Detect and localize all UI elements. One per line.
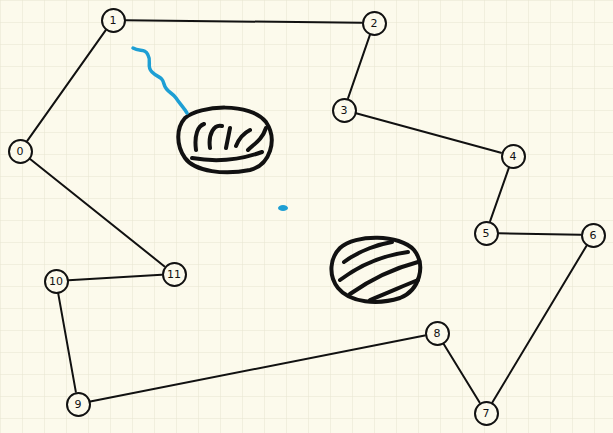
numbered-node-circle: 7 (474, 401, 499, 426)
path-connector (125, 20, 361, 23)
numbered-node-circle: 1 (101, 8, 126, 33)
obstacle-blob (178, 108, 271, 173)
path-connector (27, 30, 106, 141)
connector-line (58, 293, 76, 391)
connector-line (492, 246, 586, 403)
obstacle-blob (331, 238, 420, 302)
numbered-node-circle: 0 (8, 139, 33, 164)
blue-dot (278, 205, 288, 211)
connector-line (30, 159, 164, 266)
node-number: 1 (110, 15, 117, 26)
node-number: 5 (483, 228, 490, 239)
numbered-node-circle: 9 (66, 392, 91, 417)
numbered-node-circle: 8 (425, 321, 450, 346)
path-connector (444, 344, 480, 403)
numbered-node-circle: 11 (162, 262, 187, 287)
blue-squiggle (133, 48, 187, 113)
connector-line (27, 30, 106, 141)
path-connector (68, 275, 161, 281)
numbered-node-circle: 4 (501, 144, 526, 169)
path-connector (356, 113, 501, 152)
path-connector (490, 168, 509, 221)
node-number: 2 (371, 18, 378, 29)
path-connector (498, 233, 580, 235)
connector-line (348, 35, 370, 98)
numbered-node-circle: 5 (474, 221, 499, 246)
path-connector (90, 335, 424, 401)
node-number: 11 (167, 269, 181, 280)
connector-line (125, 20, 361, 23)
node-number: 3 (341, 105, 348, 116)
connector-line (90, 335, 424, 401)
path-connector (348, 35, 370, 98)
numbered-node-circle: 2 (362, 11, 387, 36)
numbered-node-circle: 6 (581, 223, 606, 248)
connector-line (444, 344, 480, 403)
path-connector (30, 159, 164, 266)
node-number: 7 (483, 408, 490, 419)
connector-line (490, 168, 509, 221)
node-number: 10 (49, 276, 63, 287)
numbered-node-circle: 10 (44, 269, 69, 294)
path-connector (492, 246, 586, 403)
node-number: 8 (434, 328, 441, 339)
node-number: 4 (510, 151, 517, 162)
connector-line (498, 233, 580, 235)
path-connector (58, 293, 76, 391)
connector-line (356, 113, 501, 152)
node-number: 0 (17, 146, 24, 157)
connector-line (68, 275, 161, 281)
numbered-node-circle: 3 (332, 98, 357, 123)
node-number: 9 (75, 399, 82, 410)
node-number: 6 (590, 230, 597, 241)
